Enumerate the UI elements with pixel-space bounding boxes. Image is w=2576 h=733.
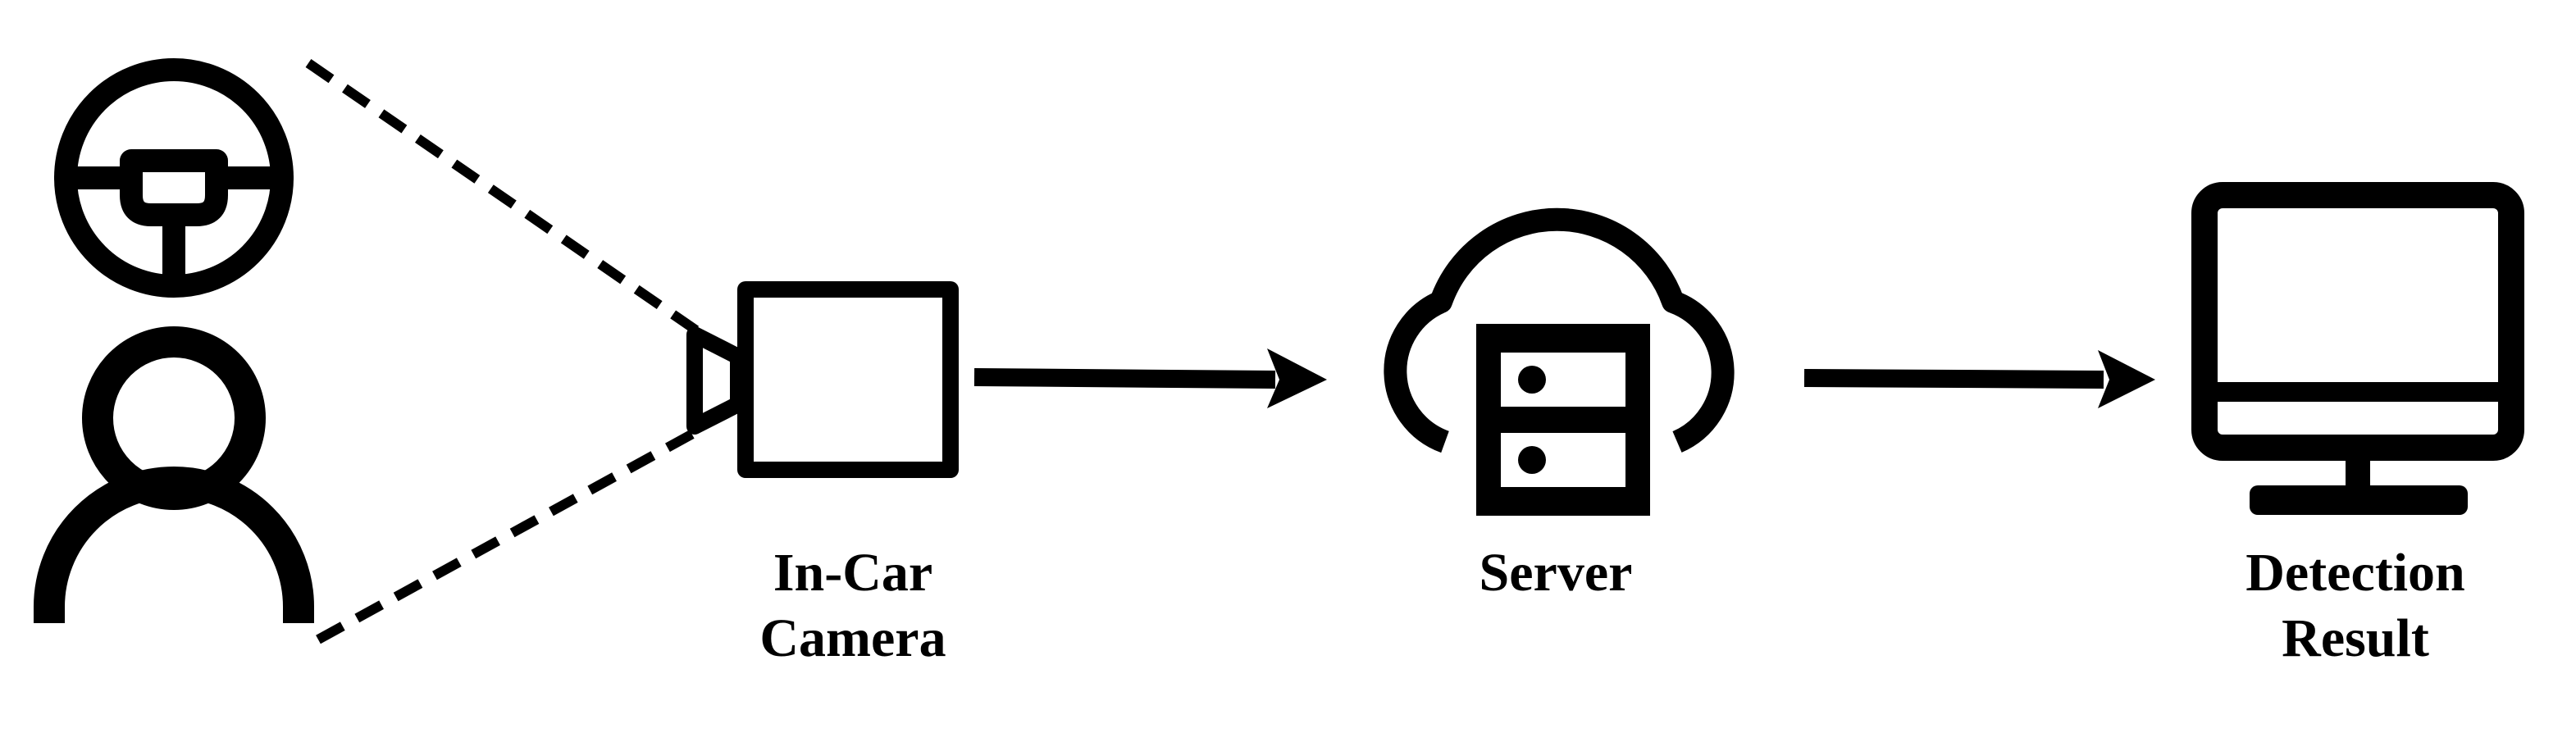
cloud-outline [1384,207,1735,453]
view-line-lower [316,426,701,644]
view-line-upper [305,59,702,336]
steering-wheel-icon [54,58,294,298]
result-label-line2: Result [2282,608,2429,668]
camera-icon [686,281,959,478]
monitor-stand [2250,485,2468,515]
monitor-screen [2191,182,2524,461]
cloud-server-icon [1384,207,1735,516]
person-icon [34,326,314,623]
arrow-server-to-result [1803,350,2155,408]
result-label-line1: Detection [2245,543,2465,603]
camera-view-lines [305,59,702,644]
camera-label-line2: Camera [759,608,946,668]
camera-label-line1: In-Car [773,543,932,603]
monitor-icon [2191,182,2524,515]
camera-lens [686,326,746,435]
server-label: Server [1479,543,1633,603]
camera-body [737,281,959,478]
arrow-camera-to-server [973,348,1327,408]
